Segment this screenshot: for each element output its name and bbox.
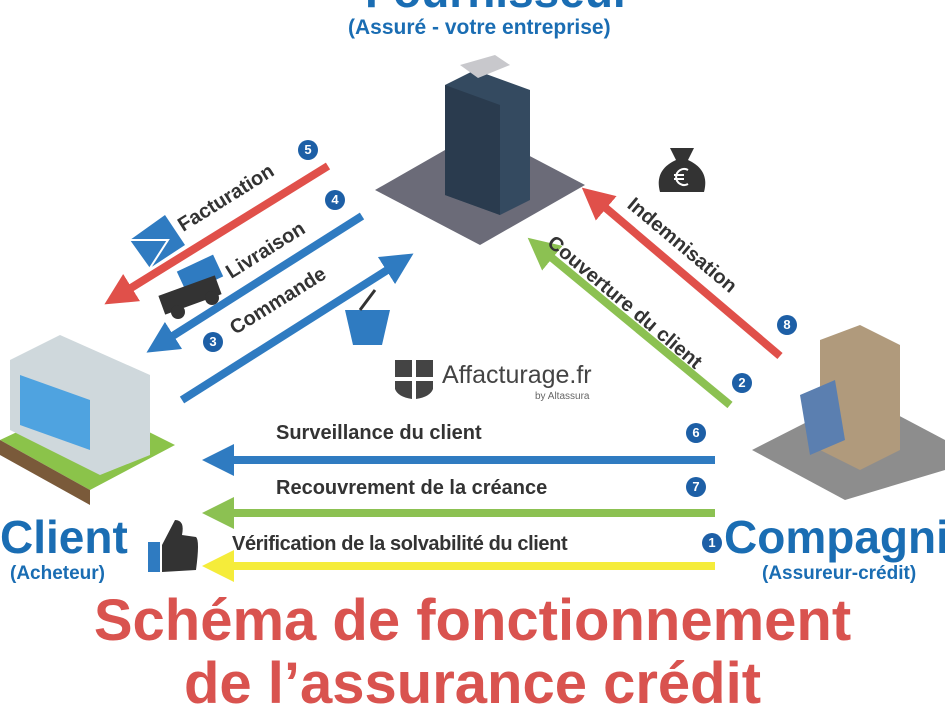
footer-title-line1: Schéma de fonctionnement (93, 588, 852, 653)
label-verification: Vérification de la solvabilité du client (232, 533, 568, 555)
footer-title-line2: de l’assurance crédit (183, 651, 762, 716)
badge-1: 1 (702, 533, 722, 553)
label-recouvrement: Recouvrement de la créance (276, 477, 548, 499)
envelope-icon (130, 215, 185, 269)
badge-3: 3 (203, 332, 223, 352)
logo-name: Affacturage.fr (442, 361, 592, 389)
truck-icon (158, 254, 224, 319)
logo-tagline: by Altassura (535, 391, 590, 402)
insurer-subtitle: (Assureur-crédit) (762, 563, 917, 584)
supplier-title: Fournisseur (365, 0, 631, 14)
arrow-couverture (527, 237, 733, 409)
client-title: Client (0, 511, 128, 563)
badge-4: 4 (325, 190, 345, 210)
badge-8: 8 (777, 315, 797, 335)
badge-6: 6 (686, 423, 706, 443)
label-surveillance: Surveillance du client (276, 422, 482, 444)
arrow-indemnisation (581, 187, 783, 360)
badge-5: 5 (298, 140, 318, 160)
badge-7: 7 (686, 477, 706, 497)
insurer-building-icon (752, 325, 945, 500)
basket-icon (345, 289, 390, 345)
arrows-layer (0, 55, 945, 582)
money-bag-icon (658, 148, 706, 192)
supplier-building-icon (375, 55, 585, 245)
client-building-icon (0, 335, 175, 505)
client-subtitle: (Acheteur) (10, 563, 106, 584)
affacturage-logo-icon (395, 360, 433, 399)
supplier-subtitle: (Assuré - votre entreprise) (348, 16, 611, 39)
thumbs-up-icon (148, 520, 198, 572)
insurer-title: Compagnie (724, 511, 945, 563)
arrow-livraison (146, 212, 365, 353)
badge-2: 2 (732, 373, 752, 393)
arrow-commande (179, 253, 414, 404)
arrow-facturation (104, 162, 331, 305)
